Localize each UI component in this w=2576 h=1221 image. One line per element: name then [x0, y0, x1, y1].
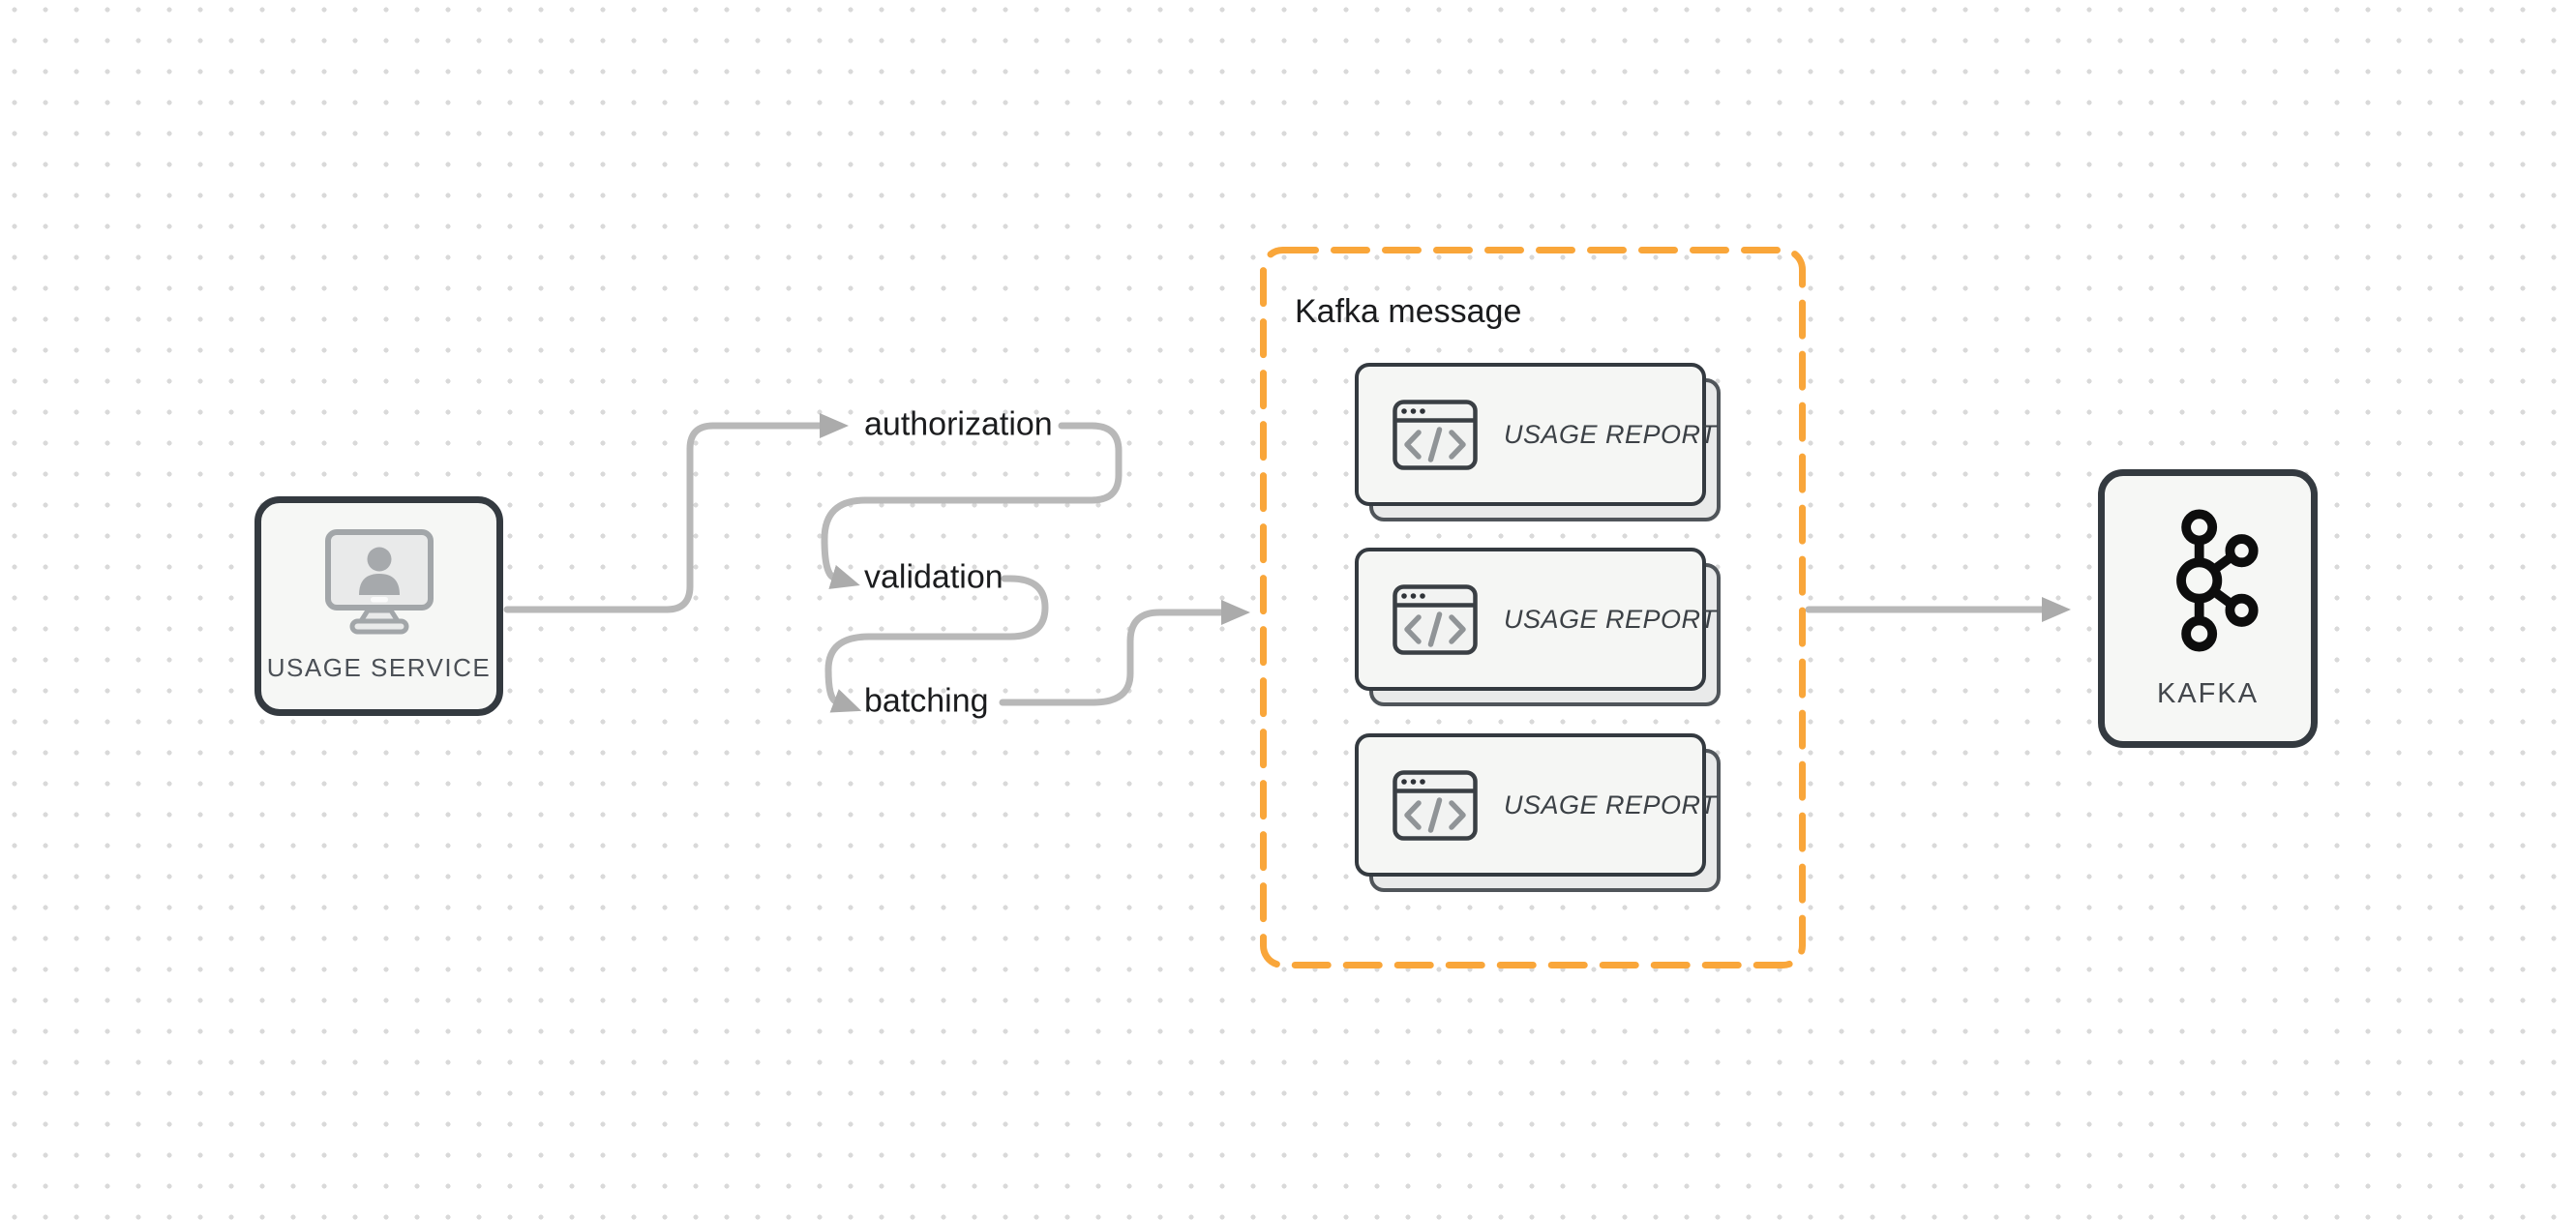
step-authorization: authorization [864, 405, 1053, 443]
code-window-icon [1393, 583, 1478, 655]
usage-report-card: USAGE REPORT [1355, 733, 1721, 892]
usage-service-node: USAGE SERVICE [255, 496, 503, 716]
kafka-label: KAFKA [2156, 677, 2260, 709]
usage-report-label: USAGE REPORT [1504, 419, 1718, 449]
arrow-authorization-to-validation [821, 422, 1123, 589]
kafka-message-group-title: Kafka message [1295, 293, 1522, 330]
arrow-batching-to-kafka-message [999, 600, 1250, 706]
usage-report-label: USAGE REPORT [1504, 789, 1718, 819]
step-validation: validation [864, 558, 1003, 596]
card-front: USAGE REPORT [1355, 733, 1717, 877]
card-front: USAGE REPORT [1355, 363, 1717, 506]
code-window-icon [1393, 399, 1478, 470]
arrow-usage-to-authorization [503, 413, 849, 613]
code-window-icon [1393, 769, 1478, 841]
kafka-message-group: Kafka message USAGE REPORT [1260, 247, 1806, 968]
usage-service-label: USAGE SERVICE [266, 653, 492, 682]
usage-report-label: USAGE REPORT [1504, 604, 1718, 634]
step-batching: batching [864, 682, 989, 720]
kafka-logo-icon [2175, 509, 2259, 651]
card-front: USAGE REPORT [1355, 548, 1717, 691]
kafka-node: KAFKA [2098, 469, 2318, 748]
dashed-group-border [1260, 247, 1806, 968]
usage-report-card: USAGE REPORT [1355, 363, 1721, 521]
monitor-user-icon [324, 529, 434, 635]
usage-report-card: USAGE REPORT [1355, 548, 1721, 706]
